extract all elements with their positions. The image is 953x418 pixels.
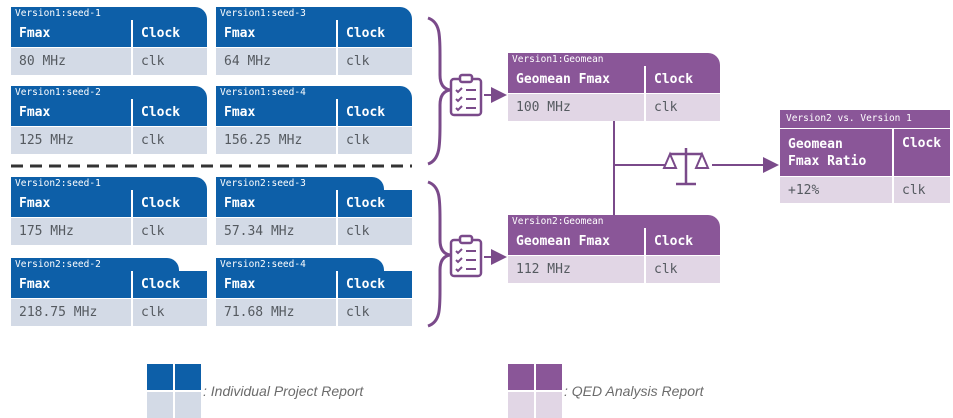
report-tab: Version2:seed-4 xyxy=(216,258,384,271)
clock-value: clk xyxy=(646,256,720,283)
legend-qed-swatch xyxy=(508,364,562,418)
fmax-value: 156.25 MHz xyxy=(216,127,336,154)
fmax-header: Fmax xyxy=(216,99,336,126)
clock-value: clk xyxy=(133,218,207,245)
fmax-header: Fmax xyxy=(11,271,131,298)
fmax-header: Fmax xyxy=(11,99,131,126)
clock-header: Clock xyxy=(894,129,950,176)
report-tab: Version2 vs. Version 1 xyxy=(780,110,950,128)
report-tab: Version2:seed-2 xyxy=(11,258,179,271)
report-tab: Version1:seed-4 xyxy=(216,86,412,99)
clock-header: Clock xyxy=(338,271,412,298)
report-tab: Version1:Geomean xyxy=(508,53,720,66)
report-tab: Version1:seed-2 xyxy=(11,86,207,99)
clock-header: Clock xyxy=(133,99,207,126)
clock-header: Clock xyxy=(133,20,207,47)
clock-value: clk xyxy=(338,48,412,75)
fmax-value: 57.34 MHz xyxy=(216,218,336,245)
geomean-fmax-header: Geomean Fmax xyxy=(508,228,644,255)
fmax-value: 125 MHz xyxy=(11,127,131,154)
clock-header: Clock xyxy=(133,271,207,298)
report-tab: Version2:seed-3 xyxy=(216,177,384,190)
legend-individual-label: : Individual Project Report xyxy=(203,383,364,399)
balance-scale-icon xyxy=(662,148,710,186)
fmax-header: Fmax xyxy=(216,20,336,47)
clock-header: Clock xyxy=(338,99,412,126)
legend-individual-swatch xyxy=(147,364,201,418)
clock-header: Clock xyxy=(646,66,720,93)
comparison-report: Version2 vs. Version 1 Geomean Fmax Rati… xyxy=(780,110,950,203)
fmax-value: 71.68 MHz xyxy=(216,299,336,326)
fmax-value: 80 MHz xyxy=(11,48,131,75)
geomean-ratio-header-line1: Geomean xyxy=(788,136,843,152)
clock-value: clk xyxy=(133,299,207,326)
fmax-value: 218.75 MHz xyxy=(11,299,131,326)
legend-qed-label: : QED Analysis Report xyxy=(564,383,704,399)
geomean-ratio-header: Geomean Fmax Ratio xyxy=(780,129,892,176)
clock-value: clk xyxy=(338,218,412,245)
fmax-header: Fmax xyxy=(216,271,336,298)
fmax-value: 175 MHz xyxy=(11,218,131,245)
fmax-header: Fmax xyxy=(11,20,131,47)
report-tab: Version1:seed-1 xyxy=(11,7,207,20)
checklist-clipboard-icon xyxy=(449,73,483,117)
clock-value: clk xyxy=(133,127,207,154)
fmax-header: Fmax xyxy=(11,190,131,217)
clock-header: Clock xyxy=(133,190,207,217)
ratio-value: +12% xyxy=(780,177,892,203)
report-tab: Version2:Geomean xyxy=(508,215,720,228)
geomean-fmax-value: 112 MHz xyxy=(508,256,644,283)
report-tab: Version2:seed-1 xyxy=(11,177,207,190)
fmax-value: 64 MHz xyxy=(216,48,336,75)
version2-brace xyxy=(427,180,451,328)
version1-brace xyxy=(427,16,451,166)
geomean-fmax-value: 100 MHz xyxy=(508,94,644,121)
clock-header: Clock xyxy=(338,190,412,217)
clock-header: Clock xyxy=(646,228,720,255)
clock-header: Clock xyxy=(338,20,412,47)
clock-value: clk xyxy=(133,48,207,75)
geomean-fmax-header: Geomean Fmax xyxy=(508,66,644,93)
report-tab: Version1:seed-3 xyxy=(216,7,412,20)
geomean-ratio-header-line2: Fmax Ratio xyxy=(788,153,867,169)
clock-value: clk xyxy=(338,127,412,154)
clock-value: clk xyxy=(894,177,950,203)
clock-value: clk xyxy=(646,94,720,121)
checklist-clipboard-icon xyxy=(449,234,483,278)
fmax-header: Fmax xyxy=(216,190,336,217)
clock-value: clk xyxy=(338,299,412,326)
